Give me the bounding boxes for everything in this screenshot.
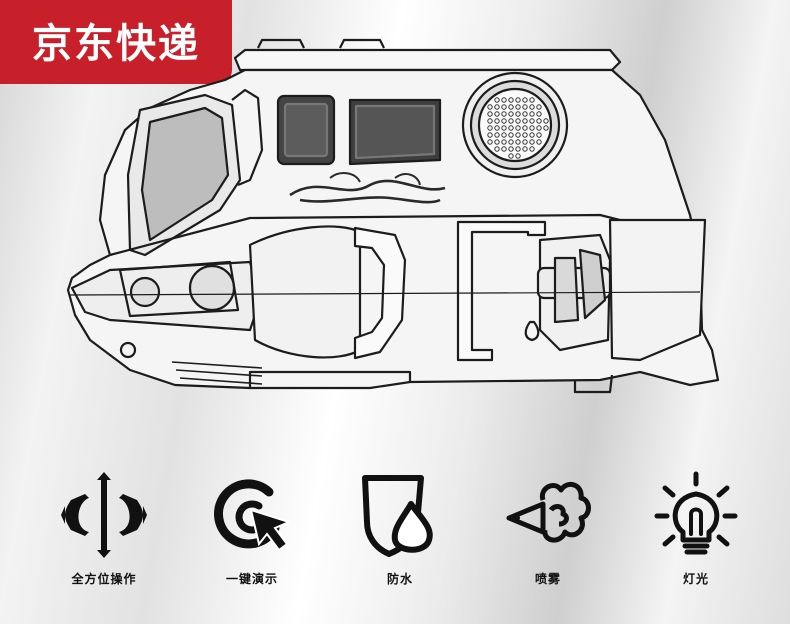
speaker-hole [522,139,528,145]
speaker-hole [501,111,507,117]
speaker-hole [508,146,514,152]
speaker-hole [529,139,535,145]
speaker-hole [515,153,521,159]
speaker-hole [515,97,521,103]
speaker-hole [508,111,514,117]
speaker-hole [501,132,507,138]
speaker-hole [494,132,500,138]
speaker-hole [515,132,521,138]
speaker-hole [494,125,500,131]
speaker-hole [522,125,528,131]
speaker-hole [529,111,535,117]
speaker-hole [522,104,528,110]
speaker-hole [529,97,535,103]
speaker-hole [487,125,493,131]
feature-label: 全方位操作 [71,572,137,586]
speaker-hole [536,139,542,145]
speaker-hole [501,146,507,152]
spray-mist-icon [506,481,591,543]
speaker-hole [529,146,535,152]
speaker-hole [487,132,493,138]
feature-omnidirectional: 全方位操作 [40,470,168,610]
speaker-hole [494,97,500,103]
speaker-hole [508,139,514,145]
speaker-hole [536,132,542,138]
feature-list: 全方位操作 一键演示 防水 喷雾 [40,470,760,610]
speaker-hole [522,132,528,138]
speaker-hole [522,111,528,117]
feature-waterproof: 防水 [336,470,464,610]
speaker-hole [515,104,521,110]
speaker-hole [536,104,542,110]
feature-spray: 喷雾 [484,470,612,610]
speaker-hole [501,139,507,145]
speaker-hole [515,118,521,124]
feature-light: 灯光 [632,470,760,610]
feature-label: 喷雾 [534,572,561,586]
speaker-hole [494,111,500,117]
jd-express-badge: 京东快递 [0,0,232,84]
speaker-hole [508,104,514,110]
speaker-hole [487,104,493,110]
speaker-hole [494,139,500,145]
train-line-illustration [66,38,720,394]
speaker-hole [508,153,514,159]
omnidirectional-arrows-icon [61,472,147,558]
feature-label: 一键演示 [225,572,278,586]
speaker-hole [536,111,542,117]
feature-label: 灯光 [682,572,709,586]
speaker-hole [515,139,521,145]
speaker-hole [508,97,514,103]
feature-one-click-demo: 一键演示 [188,470,316,610]
speaker-hole [501,104,507,110]
speaker-hole [536,125,542,131]
speaker-hole [529,132,535,138]
waterproof-shield-drop-icon [362,475,433,557]
speaker-hole [501,118,507,124]
speaker-hole [522,97,528,103]
badge-text: 京东快递 [32,21,200,67]
light-bulb-icon [654,471,738,555]
speaker-hole [487,118,493,124]
speaker-hole [529,118,535,124]
speaker-hole [508,118,514,124]
speaker-hole [487,139,493,145]
speaker-hole [543,118,549,124]
speaker-hole [494,104,500,110]
speaker-hole [529,125,535,131]
speaker-hole [494,146,500,152]
speaker-hole [536,118,542,124]
speaker-hole [529,104,535,110]
speaker-hole [522,146,528,152]
one-click-demo-cursor-icon [214,479,292,552]
speaker-hole [501,125,507,131]
speaker-hole [487,111,493,117]
speaker-hole [515,125,521,131]
speaker-hole [515,111,521,117]
speaker-hole [543,125,549,131]
feature-label: 防水 [386,572,413,586]
speaker-hole [508,132,514,138]
speaker-hole [522,118,528,124]
speaker-hole [501,97,507,103]
speaker-hole [494,118,500,124]
speaker-hole [508,125,514,131]
speaker-hole [515,146,521,152]
